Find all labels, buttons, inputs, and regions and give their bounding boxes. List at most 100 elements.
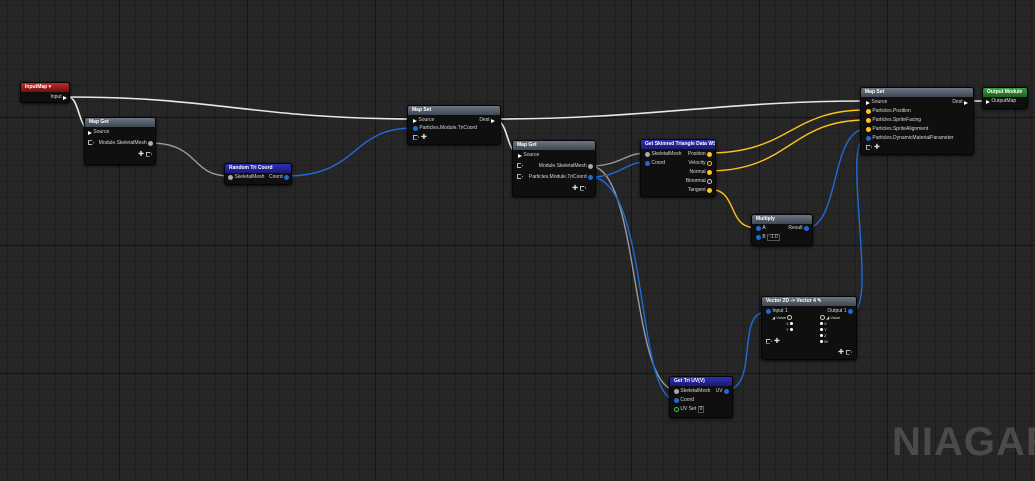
pin-dot-icon (707, 152, 712, 157)
pin-result[interactable]: Result (788, 225, 809, 233)
pin-label: Particles.SpriteAlignment (872, 126, 929, 132)
pin-skeletal-mesh[interactable]: Module.SkeletalMesh (99, 140, 153, 148)
pin-coord[interactable]: Coord (269, 174, 289, 182)
pin-a[interactable]: A (756, 225, 766, 233)
node-get-tri-uv[interactable]: Get Tri UV(V) SkeletalMesh Coord UV Set … (669, 376, 733, 418)
add-pin-button[interactable]: ✚ (866, 144, 880, 151)
pin-outputmap[interactable]: OutputMap (986, 98, 1016, 106)
input-y[interactable]: Y (786, 326, 793, 333)
output-y[interactable]: Y (820, 326, 827, 333)
add-pin-button[interactable]: ✚ (572, 185, 586, 192)
edit-pencil-icon[interactable]: ✎ (817, 298, 822, 304)
add-pin-button[interactable]: ✚ (413, 134, 427, 141)
pin-dot-icon (820, 334, 823, 338)
pin-dot-icon (645, 152, 650, 157)
pin-dot-icon (820, 322, 823, 326)
pin-position[interactable]: Position (688, 151, 712, 159)
node-map-get-1[interactable]: Map Get Source Module.SkeletalMesh ✚ (84, 117, 156, 165)
node-map-set-1[interactable]: Map Set Source Dest Particles.Module.Tri… (407, 105, 501, 145)
pin-label: X (786, 321, 789, 327)
input-x[interactable]: X (786, 320, 793, 327)
pin-skeletal-mesh[interactable]: SkeletalMesh (645, 151, 681, 159)
pin-left-hollow[interactable] (88, 140, 94, 147)
pin-label: SkeletalMesh (680, 388, 711, 394)
pin-source[interactable]: Source (88, 129, 109, 137)
pin-output-1[interactable]: Output 1 (827, 308, 853, 316)
add-input-button[interactable]: ✚ (766, 338, 780, 345)
add-pin-button[interactable]: ✚ (138, 151, 152, 158)
pin-dot-icon (866, 127, 871, 132)
pin-label: Tangent (687, 187, 706, 193)
pin-label: Particles.Position (872, 108, 911, 114)
pin-uv[interactable]: UV (716, 388, 729, 396)
output-w[interactable]: W (820, 338, 828, 345)
output-x[interactable]: X (820, 320, 827, 327)
pin-uv-set[interactable]: UV Set 0 (674, 406, 705, 414)
pin-skeletal-mesh[interactable]: Module.SkeletalMesh (539, 163, 593, 171)
pin-label: Position (687, 151, 706, 157)
pin-tricoord[interactable]: Particles.Module.TriCoord (529, 174, 593, 182)
node-input-map[interactable]: InputMap ▾ Input (20, 82, 70, 103)
pin-label: Source (418, 117, 435, 123)
pin-normal[interactable]: Normal (689, 169, 712, 177)
pin-dest[interactable]: Dest (952, 99, 968, 107)
pin-particles-position[interactable]: Particles.Position (866, 108, 911, 116)
pin-label: SkeletalMesh (234, 174, 265, 180)
output-z[interactable]: Z (820, 332, 827, 339)
add-output-button[interactable]: ✚ (838, 349, 852, 356)
pin-coord[interactable]: Coord (645, 160, 665, 168)
pin-label: Result (788, 225, 803, 231)
pin-dest[interactable]: Dest (479, 117, 495, 125)
pin-tricoord[interactable]: Particles.Module.TriCoord (413, 125, 477, 133)
pin-particles-spritefacing[interactable]: Particles.SpriteFacing (866, 117, 921, 125)
b-value-field[interactable]: -1.0 (767, 234, 780, 241)
pin-tangent[interactable]: Tangent (688, 187, 712, 195)
wire-coord-to-tricoord (285, 127, 414, 177)
pin-source[interactable]: Source (518, 152, 539, 160)
pin-label: Z (824, 333, 827, 339)
pin-skeletal-mesh[interactable]: SkeletalMesh (674, 388, 710, 396)
node-map-get-2[interactable]: Map Get Source Module.SkeletalMesh Parti… (512, 140, 596, 197)
pin-b[interactable]: B -1.0 (756, 234, 780, 242)
node-random-tri-coord[interactable]: Random Tri Coord SkeletalMesh Coord (224, 163, 292, 185)
pin-particles-spritealignment[interactable]: Particles.SpriteAlignment (866, 126, 928, 134)
pin-left-hollow-2[interactable] (517, 174, 523, 181)
pin-dot-icon (766, 309, 771, 314)
pin-binormal[interactable]: Binormal (686, 178, 712, 186)
node-title: Vector 2D -> Vector 4 ✎ (762, 297, 856, 306)
pin-input-1[interactable]: Input 1 (766, 308, 788, 316)
pin-dot-icon (588, 175, 593, 180)
node-get-skinned-triangle-data[interactable]: Get Skinned Triangle Data WS SkeletalMes… (640, 139, 716, 197)
exec-pin-icon (986, 99, 990, 104)
pin-input[interactable]: Input (50, 94, 67, 102)
pin-label: Normal (689, 169, 706, 175)
node-output-module[interactable]: Output Module OutputMap (982, 87, 1028, 109)
exec-pin-hollow-icon (517, 163, 523, 169)
wire-tricoord-to-uv (589, 176, 677, 401)
pin-label: Input 1 (772, 308, 788, 314)
pin-coord[interactable]: Coord (674, 397, 694, 405)
pin-skeletal-mesh[interactable]: SkeletalMesh (228, 174, 264, 182)
exec-pin-hollow-icon (580, 185, 586, 191)
node-vector2d-to-vector4[interactable]: Vector 2D -> Vector 4 ✎ Input 1 Output 1… (761, 296, 857, 360)
pin-source[interactable]: Source (413, 117, 434, 125)
pin-dot-icon (588, 164, 593, 169)
exec-pin-icon (518, 153, 522, 158)
output-value-row[interactable]: ◢ Value (820, 314, 840, 321)
pin-left-hollow-1[interactable] (517, 163, 523, 170)
node-multiply[interactable]: Multiply A B -1.0 Result (751, 214, 813, 246)
uv-set-value-field[interactable]: 0 (697, 406, 705, 413)
pin-dot-icon (645, 161, 650, 166)
input-value-row[interactable]: ◢ Value (772, 314, 793, 321)
pin-source[interactable]: Source (866, 99, 887, 107)
exec-pin-hollow-icon (517, 174, 523, 180)
exec-pin-icon (964, 100, 968, 105)
pin-label: X (824, 321, 827, 327)
pin-dot-icon (148, 141, 153, 146)
pin-particles-dynamicmaterialparameter[interactable]: Particles.DynamicMaterialParameter (866, 135, 954, 143)
plus-icon: ✚ (572, 185, 579, 192)
node-map-set-2[interactable]: Map Set Source Dest Particles.Position P… (860, 87, 974, 155)
node-title: Random Tri Coord (225, 164, 291, 173)
pin-velocity[interactable]: Velocity (688, 160, 712, 168)
